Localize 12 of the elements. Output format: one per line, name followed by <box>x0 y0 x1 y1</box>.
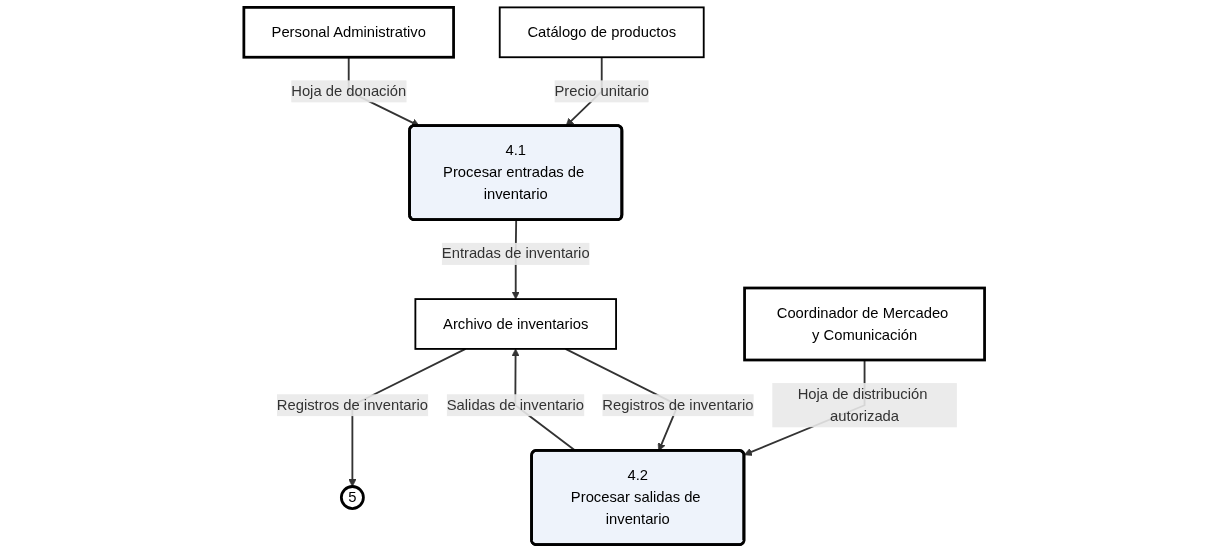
edge-label: Salidas de inventario <box>446 396 584 413</box>
node-box: Personal Administrativo <box>242 6 455 59</box>
node-box: Coordinador de Mercadeo y Comunicación <box>742 286 986 362</box>
edge-label: Entradas de inventario <box>441 245 590 262</box>
node-circle: 5 <box>339 485 365 510</box>
node-box: Archivo de inventarios <box>414 298 617 350</box>
edge-label: Hoja de donación <box>291 83 406 99</box>
node-box: Catálogo de productos <box>498 6 705 59</box>
edge-label: Precio unitario <box>554 83 649 99</box>
edge-label: Registros de inventario <box>602 396 754 413</box>
edge-label: Registros de inventario <box>276 396 428 413</box>
edge-label: Hoja de distribución autorizada <box>797 385 928 424</box>
